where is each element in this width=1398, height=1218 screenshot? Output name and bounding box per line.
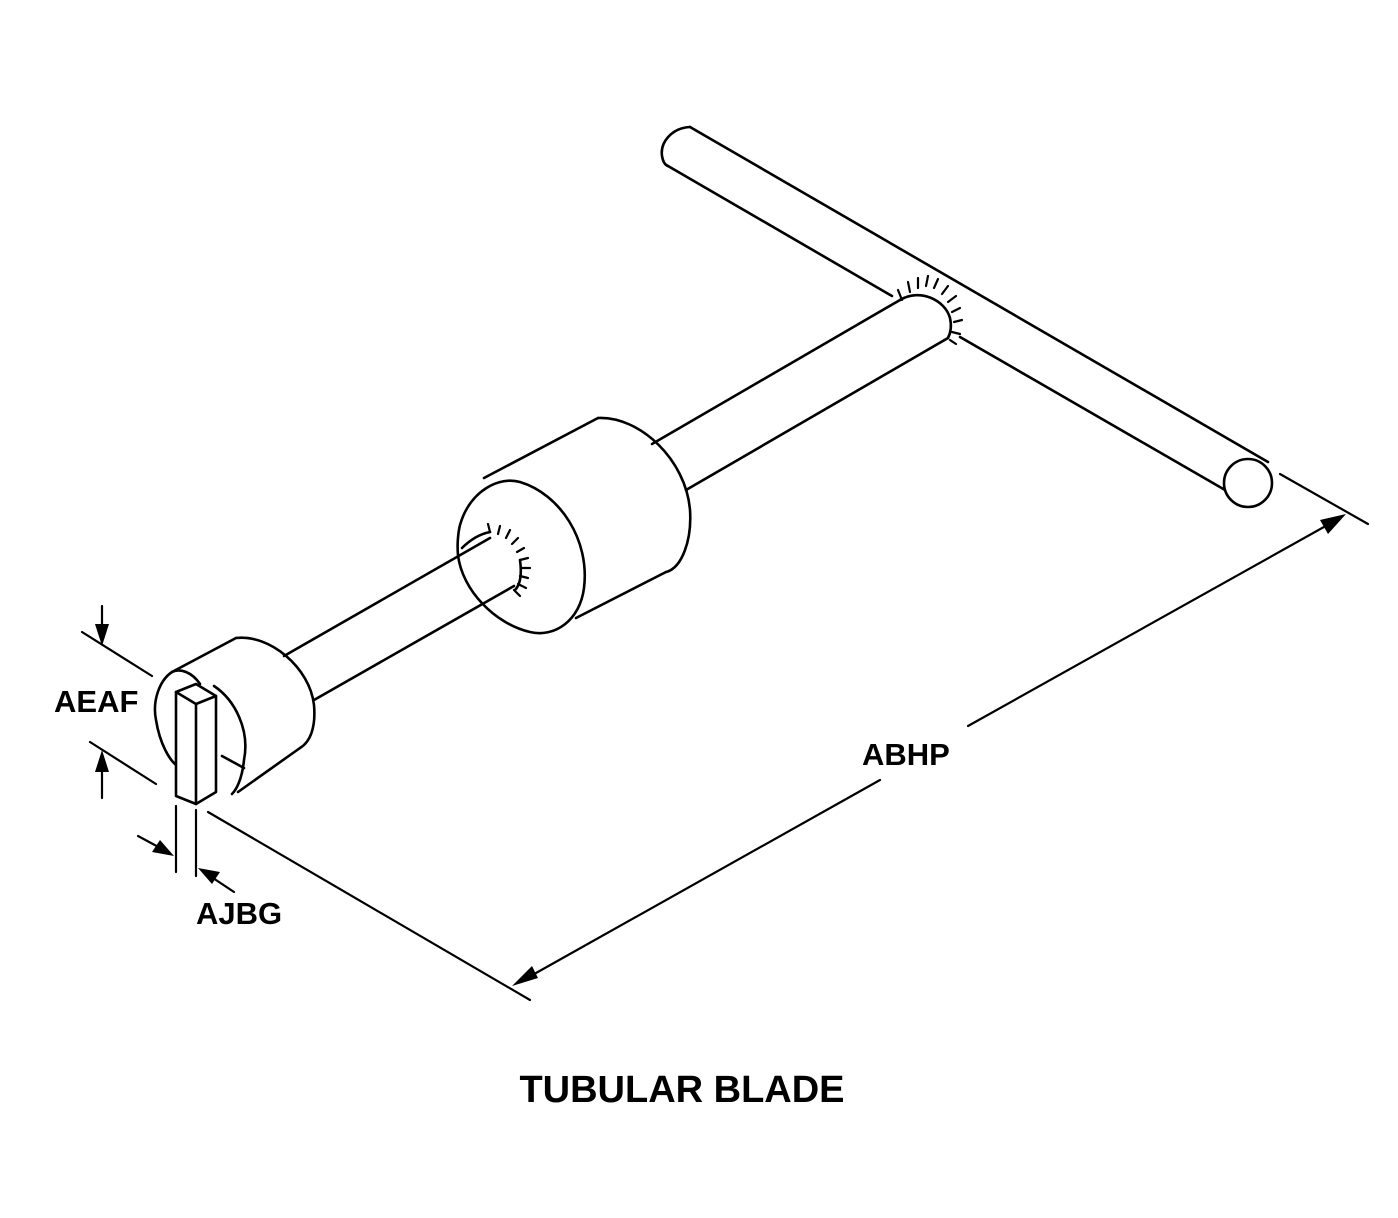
diagram-title: TUBULAR BLADE bbox=[519, 1069, 844, 1111]
weld-marks-collar bbox=[486, 522, 532, 598]
dimension-aeaf: AEAF bbox=[54, 604, 158, 800]
upper-shaft bbox=[650, 274, 964, 492]
dimension-label-ajbg: AJBG bbox=[196, 896, 282, 931]
flat-blade bbox=[174, 682, 218, 806]
arrowhead-ajbg-right bbox=[198, 868, 220, 884]
large-collar bbox=[456, 416, 692, 635]
arrowhead-lower bbox=[512, 966, 538, 986]
arrowhead-upper bbox=[1320, 514, 1346, 534]
dimension-ajbg: AJBG bbox=[136, 804, 282, 931]
arrowhead-aeaf-bottom bbox=[95, 750, 109, 772]
arrowhead-aeaf-top bbox=[95, 624, 109, 646]
dimension-abhp: ABHP bbox=[206, 472, 1370, 1002]
extension-line-aeaf-bottom bbox=[88, 740, 158, 786]
arrowhead-ajbg-left bbox=[152, 840, 174, 856]
extension-line-aeaf-top bbox=[80, 630, 154, 678]
dimension-label-aeaf: AEAF bbox=[54, 684, 138, 719]
extension-line-top bbox=[1278, 472, 1370, 526]
weld-marks-handle bbox=[896, 274, 964, 346]
extension-line-bottom bbox=[206, 810, 532, 1002]
dimension-label-abhp: ABHP bbox=[862, 737, 950, 772]
dimension-line-lower bbox=[518, 778, 882, 984]
blade-holder bbox=[153, 636, 316, 796]
lower-shaft bbox=[282, 536, 516, 702]
t-handle-crossbar bbox=[660, 125, 1274, 509]
dimension-line-upper bbox=[966, 516, 1342, 728]
